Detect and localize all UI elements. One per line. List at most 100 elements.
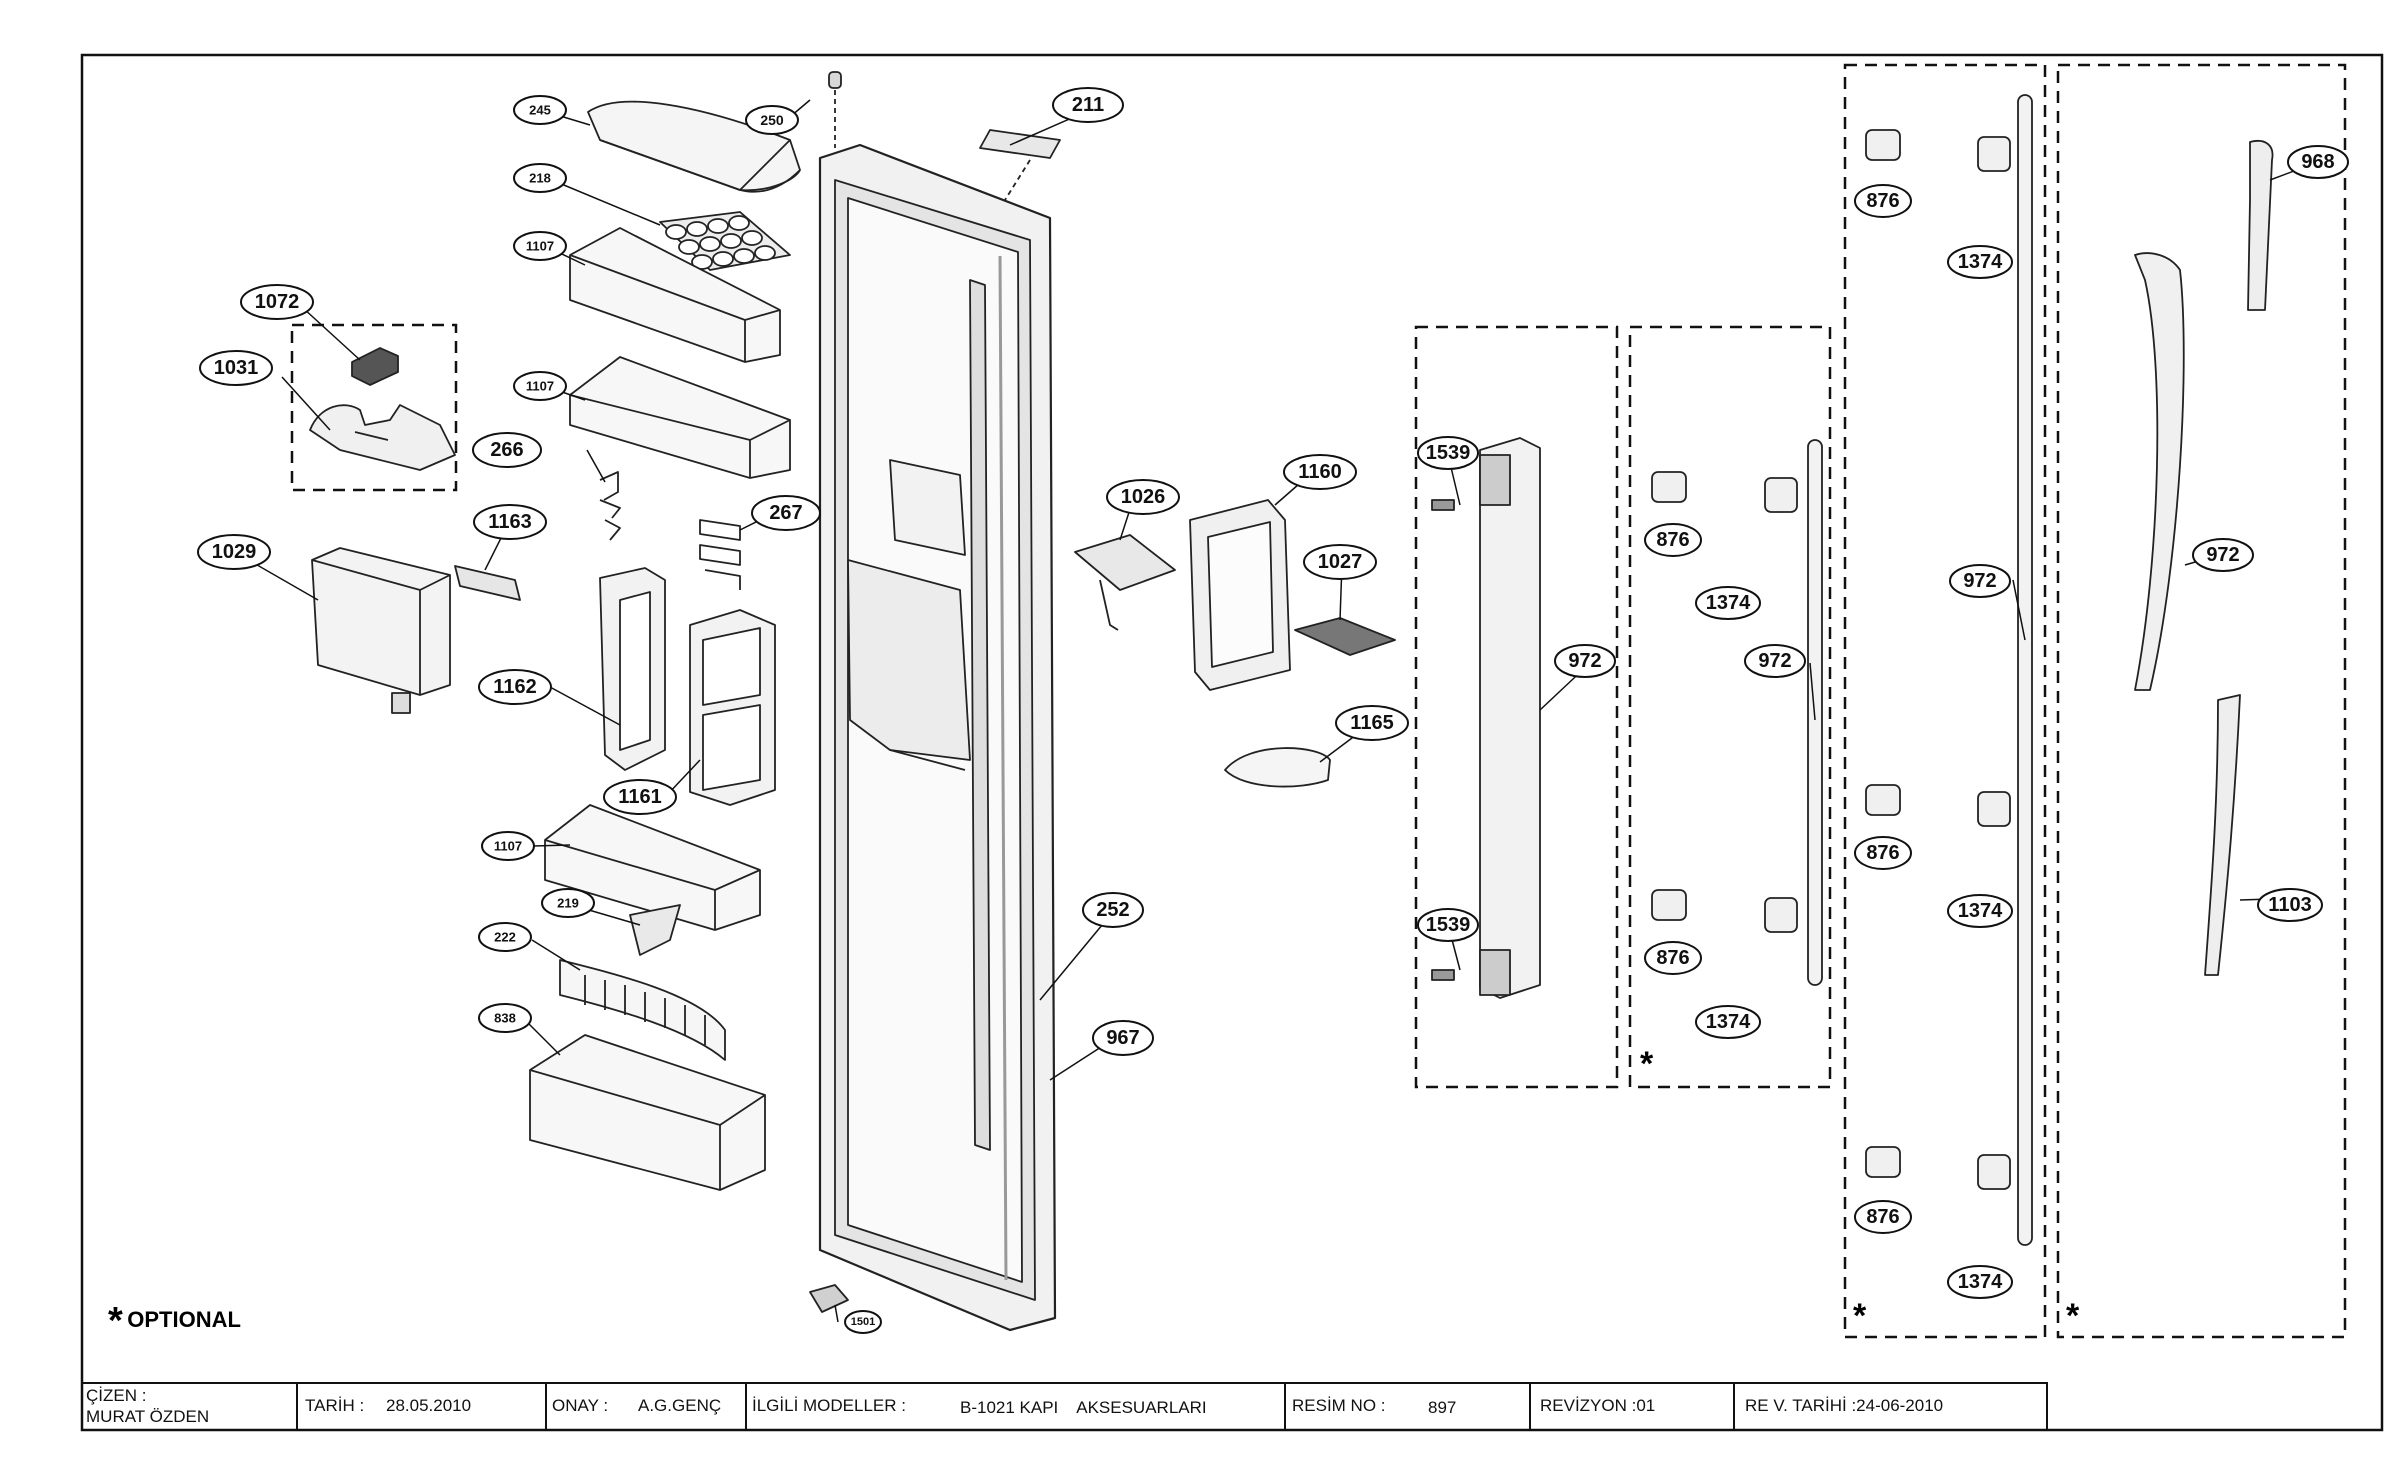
callout-1163: 1163 (488, 511, 531, 533)
callout-1374c: 1374 (1958, 251, 2003, 273)
callout-1374b: 1374 (1706, 1011, 1751, 1033)
part-222-divider (559, 959, 726, 1061)
part-dispenser-housing (847, 459, 971, 771)
part-1162-frame (599, 567, 666, 771)
callout-267: 267 (769, 502, 802, 524)
callout-1539a: 1539 (1426, 442, 1471, 464)
part-1501-clip (809, 1284, 849, 1313)
optional-mark-box2: * (1640, 1045, 1654, 1083)
callout-245: 245 (529, 103, 551, 118)
part-1029-bin (311, 547, 451, 714)
callout-1161: 1161 (618, 786, 661, 808)
part-876-bracket-2 (1651, 889, 1687, 921)
callout-876c: 876 (1866, 190, 1899, 212)
tb-cizen-value: MURAT ÖZDEN (86, 1407, 210, 1426)
part-876-bracket-5 (1865, 1146, 1901, 1178)
callout-838: 838 (494, 1011, 516, 1026)
part-1539-screw-a (1431, 499, 1455, 511)
part-1107-shelf-a (569, 227, 781, 363)
part-218-egg-tray (659, 211, 791, 271)
part-245-lid (587, 100, 801, 193)
part-1103-cover (2204, 694, 2241, 976)
callout-1029: 1029 (212, 541, 257, 563)
option-box-handle-c (1843, 63, 2047, 1339)
callout-250: 250 (760, 112, 784, 128)
optional-mark-box3: * (1853, 1297, 1867, 1335)
callout-972b: 972 (1758, 650, 1791, 672)
callout-1027: 1027 (1318, 551, 1363, 573)
part-1161-frame (689, 609, 776, 806)
part-838-bin (529, 1034, 766, 1191)
callout-972c: 972 (1963, 570, 1996, 592)
part-1165-tray (1224, 747, 1331, 788)
option-box-handle-d (2056, 63, 2347, 1339)
tb-onay-value: A.G.GENÇ (638, 1396, 722, 1415)
option-box-handle-b (1628, 325, 1832, 1089)
part-219-clip (629, 904, 681, 956)
part-1027-grille (1294, 617, 1396, 656)
callout-266: 266 (490, 439, 523, 461)
callout-968: 968 (2301, 151, 2334, 173)
optional-marks: * * * (1640, 1045, 2080, 1335)
callout-1501: 1501 (851, 1316, 875, 1328)
tb-modeller-label: İLGİLİ MODELLER : (752, 1396, 906, 1415)
callouts (197, 87, 2349, 1334)
tb-cizen-label: ÇİZEN : (86, 1386, 147, 1405)
part-1026 (1074, 534, 1176, 631)
callout-1031: 1031 (214, 357, 259, 379)
callout-218: 218 (529, 171, 551, 186)
part-876-bracket-3 (1865, 129, 1901, 161)
callout-1374e: 1374 (1958, 1271, 2003, 1293)
optional-mark-box4: * (2066, 1297, 2080, 1335)
tb-onay-label: ONAY : (552, 1396, 609, 1415)
part-1374-cap-3 (1977, 136, 2011, 172)
callout-1072: 1072 (255, 291, 300, 313)
part-266-clip (599, 471, 621, 541)
tb-rev-tarihi: RE V. TARİHİ :24-06-2010 (1745, 1396, 1944, 1415)
part-972-handle-d (2134, 252, 2185, 691)
callout-labels: 245 250 211 218 1107 1107 1072 1031 266 … (212, 94, 2335, 1328)
part-972-handle-a (1479, 437, 1541, 999)
option-box-handle-a (1414, 325, 1619, 1089)
part-876-bracket-1 (1651, 471, 1687, 503)
callout-1374a: 1374 (1706, 592, 1751, 614)
optional-note-text: OPTIONAL (127, 1307, 241, 1332)
part-1107-shelf-c (544, 804, 761, 931)
part-267-clip (699, 519, 741, 590)
callout-1107c: 1107 (494, 839, 522, 854)
optional-note-star: * (108, 1300, 123, 1342)
title-block (81, 1382, 2048, 1431)
callout-211: 211 (1072, 94, 1104, 116)
drawing-frame (80, 53, 2384, 1432)
callout-252: 252 (1096, 899, 1129, 921)
part-1374-cap-5 (1977, 1154, 2011, 1190)
callout-876a: 876 (1656, 529, 1689, 551)
part-1374-cap-1 (1764, 477, 1798, 513)
tb-tarih-value: 28.05.2010 (386, 1396, 472, 1415)
tb-revizyon: REVİZYON :01 (1540, 1396, 1656, 1415)
callout-876d: 876 (1866, 842, 1899, 864)
part-1539-screw-b (1431, 969, 1455, 981)
part-1072 (351, 347, 399, 386)
tb-modeller-value: B-1021 KAPI AKSESUARLARI (960, 1398, 1207, 1417)
part-972-handle-c (2017, 94, 2033, 1246)
callout-1160: 1160 (1298, 461, 1341, 483)
callout-222: 222 (494, 930, 516, 945)
callout-972d: 972 (2206, 544, 2239, 566)
part-968-cover (2247, 140, 2274, 311)
optional-note: * OPTIONAL (108, 1300, 241, 1343)
part-1374-cap-2 (1764, 897, 1798, 933)
option-box-1031 (290, 323, 458, 492)
part-876-bracket-4 (1865, 784, 1901, 816)
callout-876b: 876 (1656, 947, 1689, 969)
callout-1165: 1165 (1350, 712, 1393, 734)
callout-1026: 1026 (1121, 486, 1166, 508)
callout-1107b: 1107 (526, 379, 554, 394)
part-1374-cap-4 (1977, 791, 2011, 827)
part-211-label (979, 129, 1061, 201)
tb-resim-label: RESİM NO : (1292, 1396, 1386, 1415)
callout-219: 219 (557, 896, 579, 911)
part-250-pin (828, 71, 842, 148)
callout-972a: 972 (1568, 650, 1601, 672)
